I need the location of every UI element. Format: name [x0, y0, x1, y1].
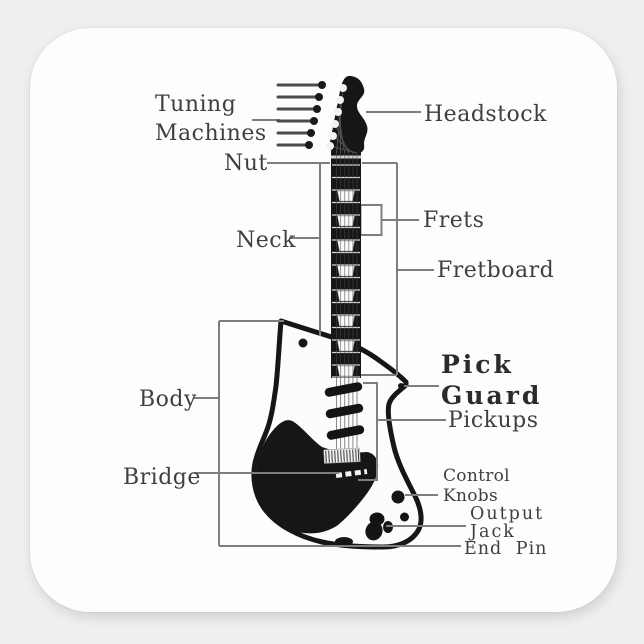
label-fretboard: Fretboard: [437, 258, 555, 283]
control-knob-1: [391, 490, 405, 504]
output-jack-plate: [365, 512, 393, 541]
body-finish-blob: [255, 420, 379, 534]
pickups-bracket: [358, 382, 378, 481]
label-nut: Nut: [224, 151, 268, 176]
label-pick-guard: Pick Guard: [441, 350, 543, 410]
label-body: Body: [139, 387, 197, 412]
strings-over-neck: [336, 153, 358, 378]
headstock-shape: [329, 75, 368, 153]
nut-shape: [331, 155, 361, 159]
pickup-3: [326, 425, 365, 440]
guitar-neck: [331, 151, 361, 378]
guitar-body: [251, 318, 424, 550]
tuning-machine-buttons: [305, 81, 326, 149]
frets-bracket: [359, 204, 383, 236]
tuning-posts: [326, 84, 347, 150]
label-headstock: Headstock: [424, 102, 547, 127]
label-neck: Neck: [236, 228, 296, 253]
label-pickups: Pickups: [448, 408, 539, 433]
pickup-2: [325, 403, 364, 419]
label-bridge: Bridge: [123, 465, 201, 490]
pickup-1: [324, 382, 363, 397]
bridge-assembly: [323, 447, 361, 464]
pickguard-screw: [398, 383, 404, 389]
bridge-saddles: [335, 469, 368, 478]
label-output-jack: Output Jack: [470, 504, 545, 542]
label-end-pin: End Pin: [464, 539, 548, 559]
label-frets: Frets: [423, 208, 485, 233]
control-knob-2: [400, 512, 409, 522]
label-control-knobs: Control Knobs: [443, 466, 510, 506]
label-tuning-machines: Tuning Machines: [155, 92, 267, 146]
guitar-headstock: [276, 75, 368, 154]
callout-lines: [193, 111, 466, 547]
strap-button-upper: [298, 338, 308, 348]
string-leads: [276, 83, 322, 147]
end-pin-shape: [335, 537, 353, 546]
